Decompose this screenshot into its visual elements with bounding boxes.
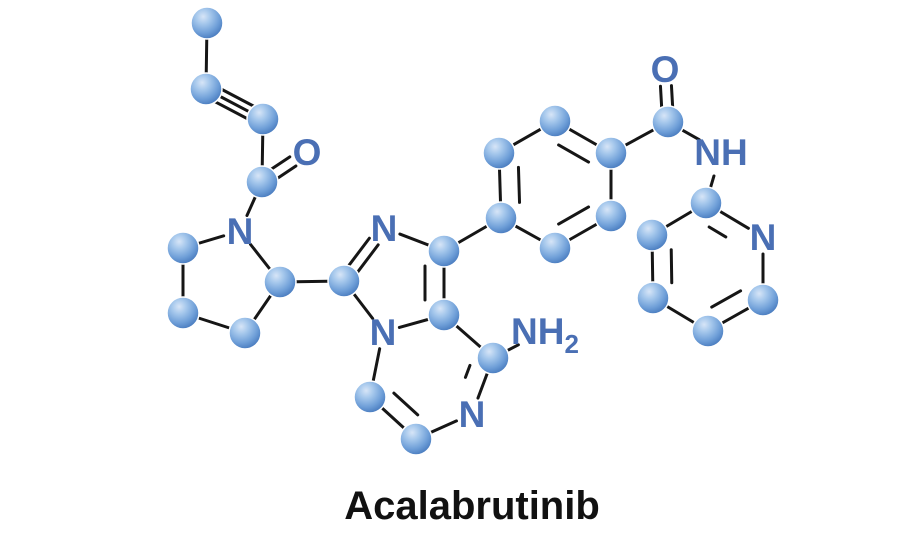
atom-node: [538, 104, 572, 138]
atom-label: N: [750, 217, 777, 258]
atom-node: [538, 231, 572, 265]
atom-label: O: [651, 49, 680, 90]
atom-label: N: [370, 312, 397, 353]
atoms-layer: [166, 6, 780, 456]
bond: [669, 248, 674, 285]
atom-node: [651, 105, 685, 139]
atom-node: [166, 231, 200, 265]
atom-node: [689, 186, 723, 220]
bond: [516, 165, 522, 204]
atom-node: [594, 199, 628, 233]
atom-node: [427, 234, 461, 268]
atom-node: [594, 136, 628, 170]
bond: [557, 205, 591, 226]
atom-node: [245, 165, 279, 199]
atom-node: [166, 296, 200, 330]
bond: [392, 391, 420, 417]
atom-node: [484, 201, 518, 235]
atom-node: [190, 6, 224, 40]
atom-node: [189, 72, 223, 106]
atom-node: [482, 136, 516, 170]
atom-node: [263, 265, 297, 299]
atom-label: N: [371, 208, 398, 249]
atom-label: NH2: [511, 311, 579, 359]
atom-node: [636, 281, 670, 315]
atom-node: [228, 316, 262, 350]
atom-node: [246, 102, 280, 136]
atom-node: [327, 264, 361, 298]
atom-node: [399, 422, 433, 456]
molecule-title: Acalabrutinib: [344, 484, 600, 528]
atom-node: [635, 218, 669, 252]
atom-node: [353, 380, 387, 414]
bond: [463, 363, 472, 379]
atom-node: [476, 341, 510, 375]
atom-node: [746, 283, 780, 317]
atom-label: N: [459, 394, 486, 435]
bond: [710, 289, 743, 309]
atom-label: N: [227, 211, 254, 252]
atom-node: [427, 298, 461, 332]
bond: [707, 225, 728, 239]
atom-label: NH: [694, 132, 747, 173]
bond: [557, 143, 591, 164]
atom-node: [691, 314, 725, 348]
atom-label: O: [293, 132, 322, 173]
